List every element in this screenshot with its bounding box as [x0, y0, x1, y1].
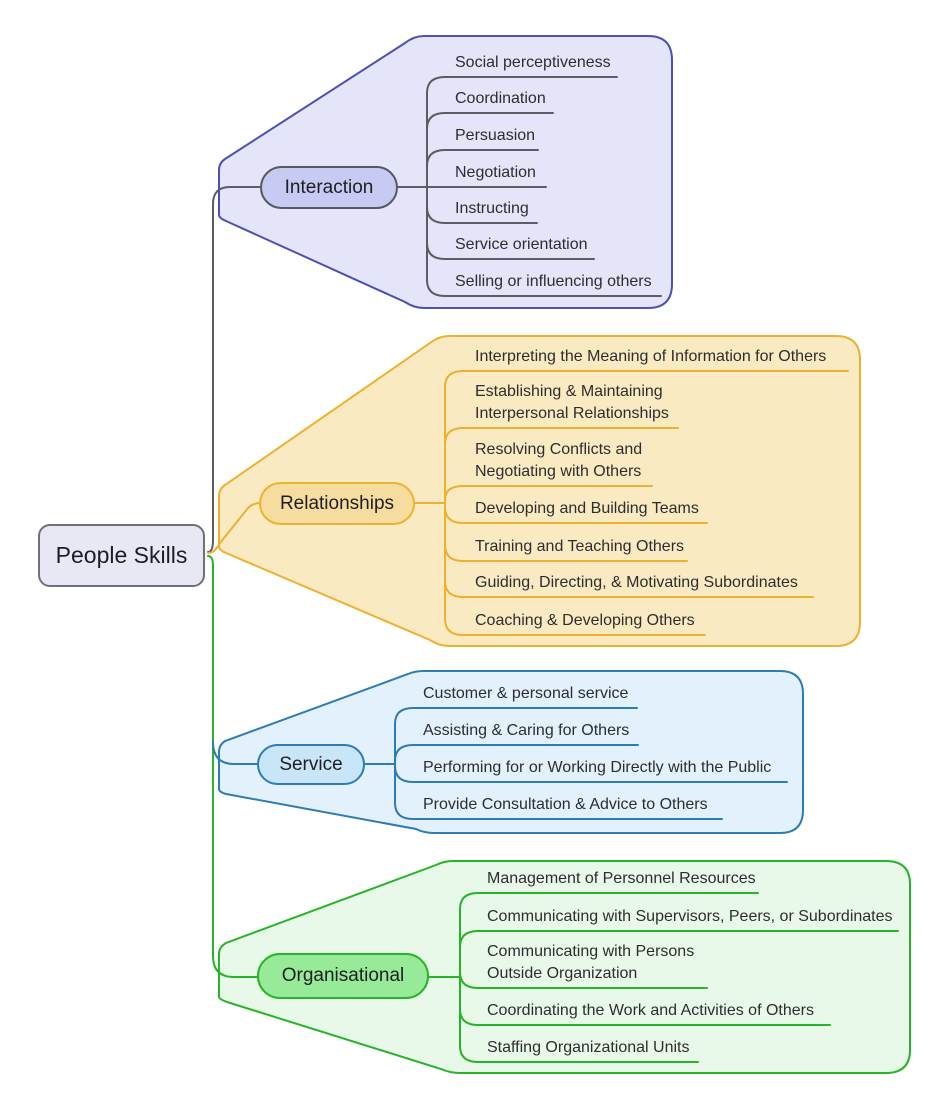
leaf-node[interactable]: Training and Teaching Others: [475, 538, 685, 555]
branch-node-relationships[interactable]: Relationships: [259, 482, 415, 525]
leaf-node[interactable]: Coaching & Developing Others: [475, 612, 695, 629]
leaf-node[interactable]: Service orientation: [455, 236, 588, 253]
branch-node-label: Organisational: [281, 965, 405, 986]
leaf-node[interactable]: Coordination: [455, 90, 546, 107]
organisational-branch-shape: [218, 860, 911, 1074]
interaction-branch-shape: [218, 35, 673, 309]
service-branch-shape: [218, 670, 804, 834]
leaf-node[interactable]: Guiding, Directing, & Motivating Subordi…: [475, 574, 798, 591]
organisational-leaf-lines: [427, 892, 899, 1063]
branch-node-label: Interaction: [284, 176, 374, 198]
service-leaf-lines: [362, 707, 788, 820]
leaf-node[interactable]: Developing and Building Teams: [475, 500, 699, 517]
connector-root-organisational: [207, 555, 259, 978]
branch-node-label: Service: [279, 753, 343, 775]
leaf-node[interactable]: Coordinating the Work and Activities of …: [487, 1002, 814, 1019]
leaf-node[interactable]: Selling or influencing others: [455, 273, 652, 290]
leaf-node[interactable]: Performing for or Working Directly with …: [423, 759, 772, 776]
leaf-node[interactable]: Social perceptiveness: [455, 54, 611, 71]
leaf-node[interactable]: Communicating with Supervisors, Peers, o…: [487, 908, 893, 925]
connector-root-interaction: [207, 186, 261, 553]
root-node-people-skills[interactable]: People Skills: [38, 524, 205, 587]
leaf-node[interactable]: Assisting & Caring for Others: [423, 722, 630, 739]
branch-node-interaction[interactable]: Interaction: [260, 166, 398, 209]
leaf-node[interactable]: Instructing: [455, 200, 529, 217]
leaf-node[interactable]: Resolving Conflicts and Negotiating with…: [475, 441, 643, 480]
branch-node-service[interactable]: Service: [257, 744, 365, 785]
connector-spine-service: [212, 741, 259, 765]
relationships-branch-shape: [218, 335, 861, 647]
leaf-node[interactable]: Staffing Organizational Units: [487, 1039, 690, 1056]
branch-node-organisational[interactable]: Organisational: [257, 953, 429, 999]
leaf-node[interactable]: Interpreting the Meaning of Information …: [475, 348, 827, 365]
leaf-node[interactable]: Provide Consultation & Advice to Others: [423, 796, 708, 813]
interaction-leaf-lines: [397, 76, 662, 297]
leaf-node[interactable]: Negotiation: [455, 164, 536, 181]
relationships-leaf-lines: [412, 370, 849, 636]
leaf-node[interactable]: Communicating with Persons Outside Organ…: [487, 943, 695, 982]
leaf-node[interactable]: Customer & personal service: [423, 685, 629, 702]
branch-node-label: Relationships: [279, 492, 395, 514]
root-node-label: People Skills: [55, 542, 188, 568]
connector-root-relationships: [207, 502, 262, 554]
leaf-node[interactable]: Establishing & Maintaining Interpersonal…: [475, 383, 669, 422]
leaf-node[interactable]: Persuasion: [455, 127, 536, 144]
leaf-node[interactable]: Management of Personnel Resources: [487, 870, 756, 887]
